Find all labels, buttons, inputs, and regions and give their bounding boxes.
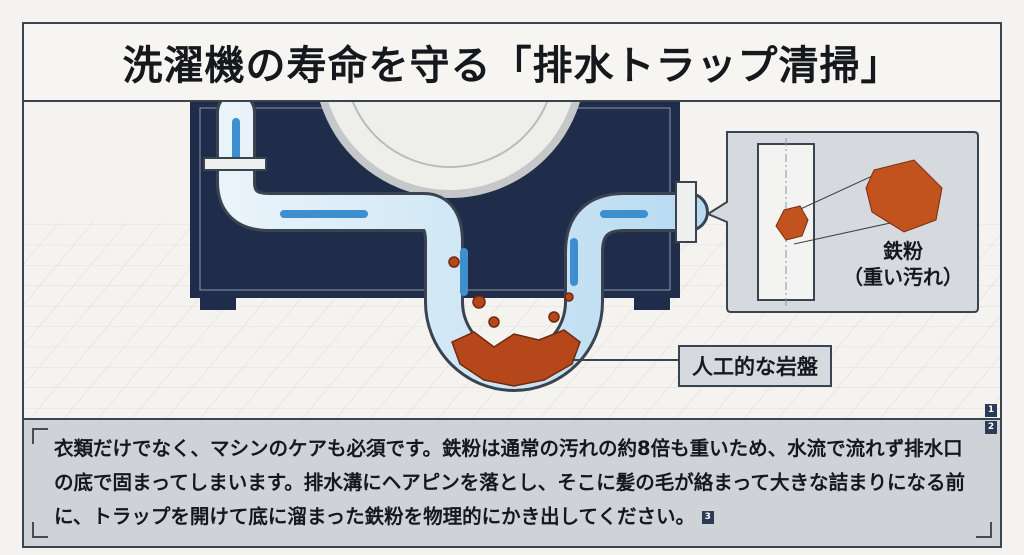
corner-bracket [32, 428, 48, 444]
iron-powder-subtitle: （重い汚れ） [843, 265, 963, 289]
drain-trap-illustration [24, 102, 1000, 420]
iron-particle-small [775, 205, 809, 241]
citation-marker-2[interactable]: 2 [985, 421, 997, 434]
iron-particle-large [865, 159, 943, 233]
iron-powder-callout [705, 131, 979, 313]
citation-marker-1[interactable]: 1 [985, 404, 997, 417]
drum [320, 102, 580, 198]
page-title: 洗濯機の寿命を守る「排水トラップ清掃」 [122, 43, 902, 89]
iron-powder-title: 鉄粉 [883, 239, 923, 263]
corner-bracket [976, 522, 992, 538]
citation-marker-3[interactable]: 3 [701, 511, 714, 524]
citation-markers: 1 2 [985, 404, 997, 434]
artificial-bedrock-label: 人工的な岩盤 [678, 345, 832, 387]
iron-powder-label: 鉄粉 （重い汚れ） [838, 238, 968, 290]
title-banner: 洗濯機の寿命を守る「排水トラップ清掃」 [22, 22, 1002, 102]
caption-text: 衣類だけでなく、マシンのケアも必須です。鉄粉は通常の汚れの約8倍も重いため、水流… [54, 432, 970, 534]
corner-bracket [32, 522, 48, 538]
iron-sediment [448, 256, 581, 387]
caption-body: 衣類だけでなく、マシンのケアも必須です。鉄粉は通常の汚れの約8倍も重いため、水流… [54, 437, 966, 528]
caption-box: 衣類だけでなく、マシンのケアも必須です。鉄粉は通常の汚れの約8倍も重いため、水流… [22, 418, 1002, 548]
